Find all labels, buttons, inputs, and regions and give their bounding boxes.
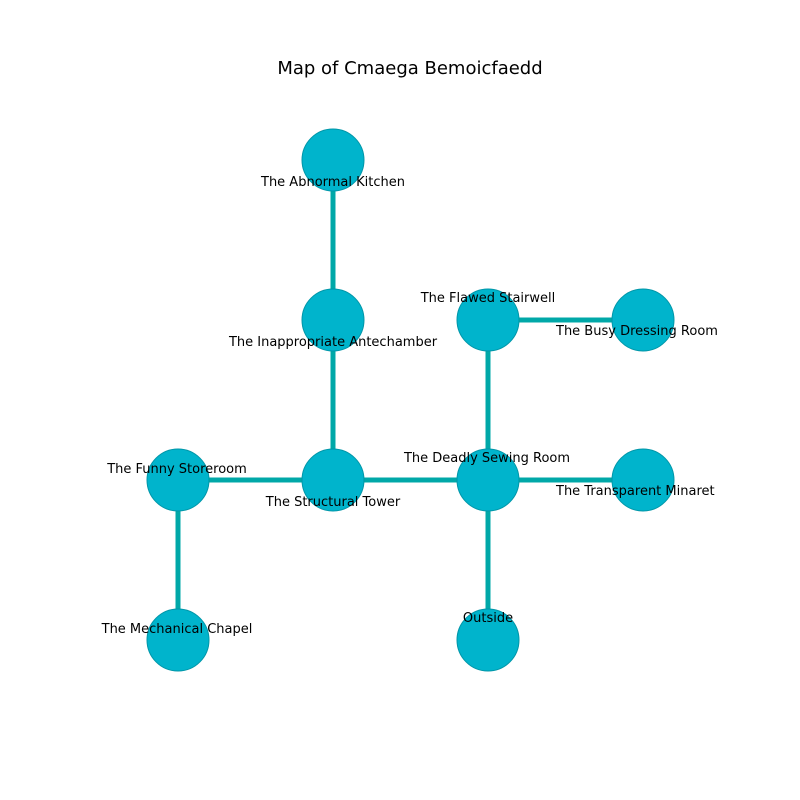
rooms-layer	[146, 128, 675, 672]
room-node-inappropriate-antechamber[interactable]	[301, 288, 365, 352]
room-label-inappropriate-antechamber: The Inappropriate Antechamber	[228, 335, 438, 350]
room-label-funny-storeroom: The Funny Storeroom	[106, 462, 247, 477]
room-node-flawed-stairwell[interactable]	[456, 288, 520, 352]
connections-layer	[175, 160, 643, 640]
room-node-deadly-sewing-room[interactable]	[456, 448, 520, 512]
room-node-mechanical-chapel[interactable]	[146, 608, 210, 672]
room-label-transparent-minaret: The Transparent Minaret	[555, 484, 715, 499]
room-label-busy-dressing-room: The Busy Dressing Room	[555, 324, 718, 339]
room-node-busy-dressing-room[interactable]	[611, 288, 675, 352]
room-node-structural-tower[interactable]	[301, 448, 365, 512]
room-node-outside[interactable]	[456, 608, 520, 672]
room-label-abnormal-kitchen: The Abnormal Kitchen	[260, 175, 405, 190]
room-node-transparent-minaret[interactable]	[611, 448, 675, 512]
room-label-outside: Outside	[463, 611, 513, 626]
room-node-funny-storeroom[interactable]	[146, 448, 210, 512]
room-label-deadly-sewing-room: The Deadly Sewing Room	[403, 451, 570, 466]
map-title: Map of Cmaega Bemoicfaedd	[277, 58, 542, 79]
room-label-structural-tower: The Structural Tower	[265, 495, 401, 510]
room-node-abnormal-kitchen[interactable]	[301, 128, 365, 192]
room-label-flawed-stairwell: The Flawed Stairwell	[420, 291, 556, 306]
room-label-mechanical-chapel: The Mechanical Chapel	[101, 622, 253, 637]
